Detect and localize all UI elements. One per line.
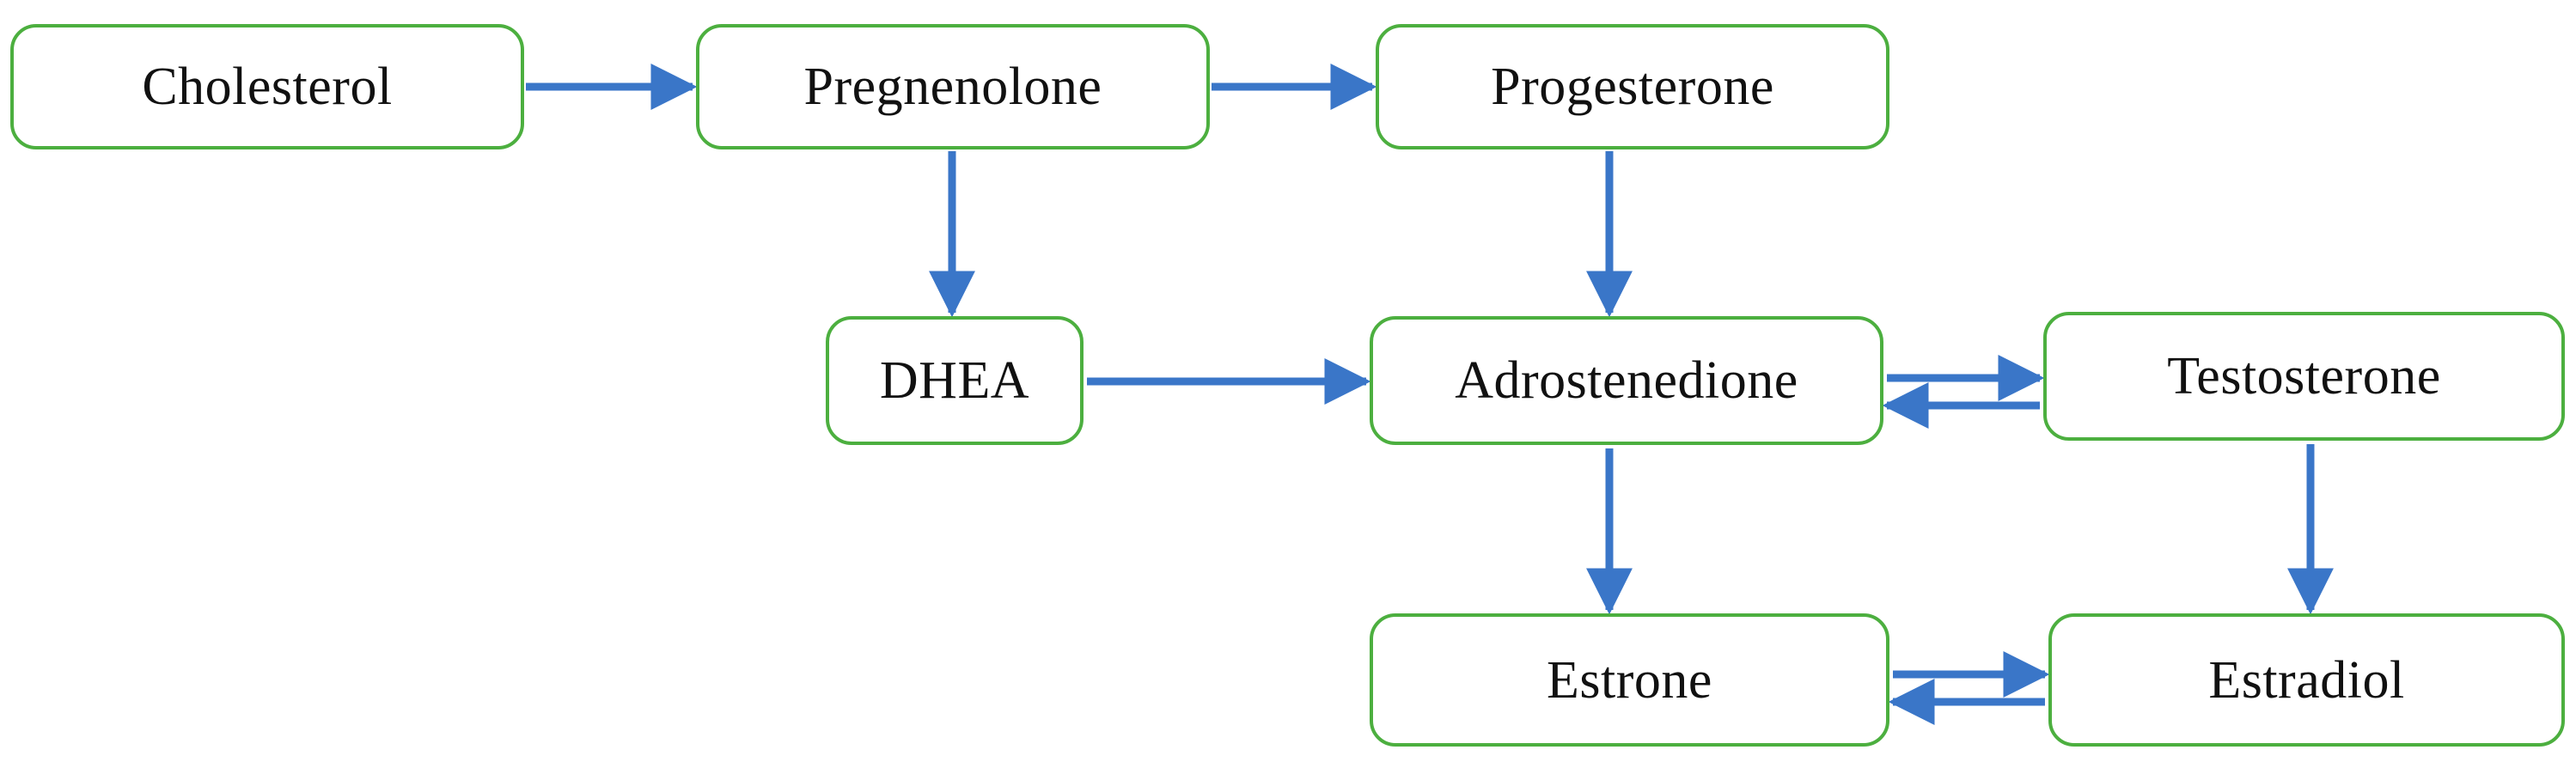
node-pregnenolone[interactable]: Pregnenolone	[696, 24, 1210, 149]
node-label: Testosterone	[2167, 347, 2441, 405]
node-adrostenedione[interactable]: Adrostenedione	[1370, 316, 1883, 445]
node-label: Adrostenedione	[1455, 351, 1798, 410]
node-cholesterol[interactable]: Cholesterol	[10, 24, 524, 149]
node-estrone[interactable]: Estrone	[1370, 613, 1889, 747]
node-label: DHEA	[879, 351, 1030, 410]
node-label: Cholesterol	[142, 58, 393, 116]
node-label: Progesterone	[1491, 58, 1774, 116]
node-estradiol[interactable]: Estradiol	[2048, 613, 2565, 747]
node-label: Pregnenolone	[803, 58, 1102, 116]
node-progesterone[interactable]: Progesterone	[1376, 24, 1889, 149]
node-label: Estradiol	[2208, 650, 2405, 710]
node-label: Estrone	[1547, 650, 1712, 710]
node-testosterone[interactable]: Testosterone	[2043, 312, 2565, 441]
node-dhea[interactable]: DHEA	[826, 316, 1084, 445]
